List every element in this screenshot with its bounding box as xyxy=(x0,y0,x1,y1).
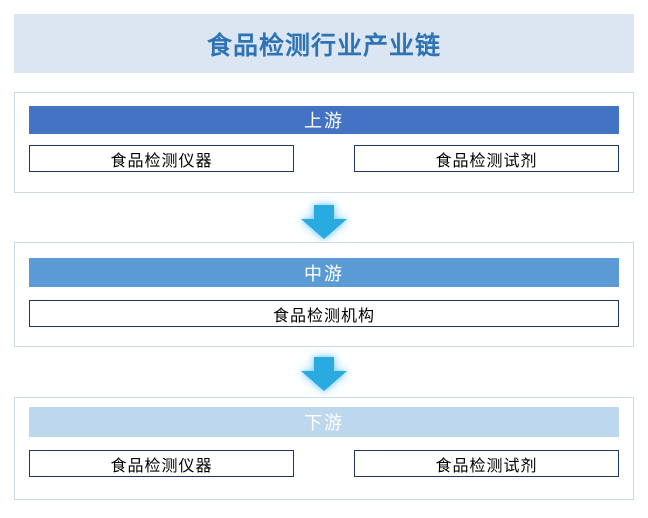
page-title: 食品检测行业产业链 xyxy=(206,31,441,60)
section-header-downstream: 下游 xyxy=(29,407,619,437)
section-header-upstream: 上游 xyxy=(29,106,619,134)
chain-item-label: 食品检测试剂 xyxy=(435,152,538,170)
section-label-midstream: 中游 xyxy=(304,263,344,284)
section-header-midstream: 中游 xyxy=(29,258,619,287)
chain-item-downstream-reagents: 食品检测试剂 xyxy=(354,450,619,477)
chain-item-label: 食品检测仪器 xyxy=(110,457,213,475)
chain-item-label: 食品检测仪器 xyxy=(110,152,213,170)
upstream-items-row: 食品检测仪器 食品检测试剂 xyxy=(29,145,619,172)
section-label-downstream: 下游 xyxy=(304,413,344,433)
midstream-items-row: 食品检测机构 xyxy=(29,300,619,327)
chain-item-upstream-instruments: 食品检测仪器 xyxy=(29,145,294,172)
section-label-upstream: 上游 xyxy=(304,111,344,131)
section-downstream: 下游 食品检测仪器 食品检测试剂 xyxy=(14,397,634,500)
chain-item-downstream-instruments: 食品检测仪器 xyxy=(29,450,294,477)
down-arrow-icon xyxy=(300,204,348,240)
chain-item-upstream-reagents: 食品检测试剂 xyxy=(354,145,619,172)
down-arrow-icon xyxy=(300,356,348,392)
chain-item-label: 食品检测试剂 xyxy=(435,457,538,475)
chain-item-label: 食品检测机构 xyxy=(272,307,375,325)
downstream-items-row: 食品检测仪器 食品检测试剂 xyxy=(29,450,619,477)
section-upstream: 上游 食品检测仪器 食品检测试剂 xyxy=(14,92,634,193)
title-banner: 食品检测行业产业链 xyxy=(14,14,634,73)
section-midstream: 中游 食品检测机构 xyxy=(14,242,634,347)
chain-item-midstream-institutions: 食品检测机构 xyxy=(29,300,619,327)
